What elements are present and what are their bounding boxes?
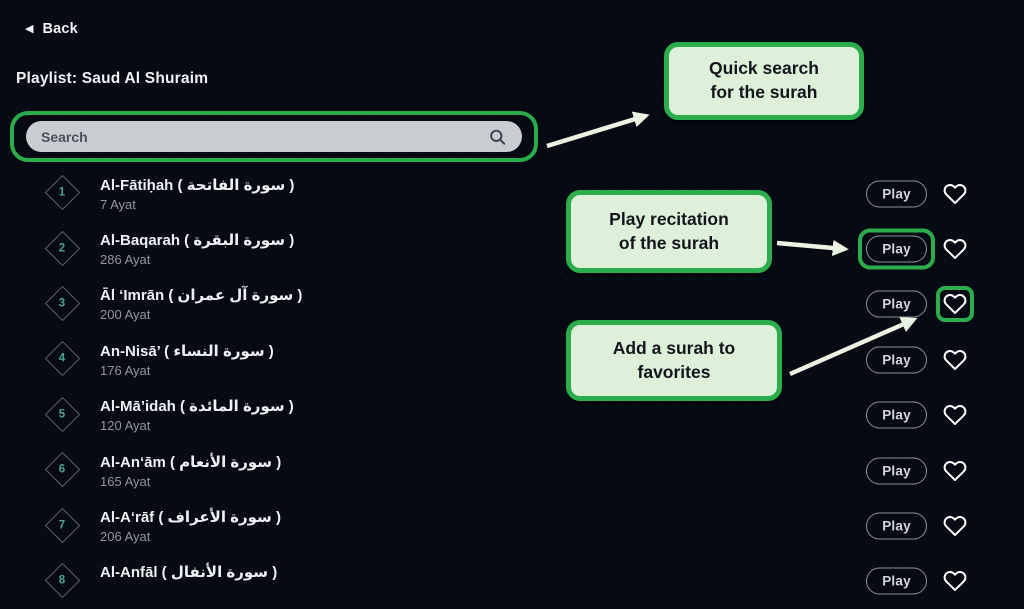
surah-text: Al-Fātiḥah ( سورة الفاتحة ) 7 Ayat (100, 176, 294, 212)
surah-number-badge: 7 (44, 507, 81, 543)
surah-list-item[interactable]: 7 Al-A‘rāf ( سورة الأعراف ) 206 Ayat Pla… (0, 498, 1024, 553)
surah-name: An-Nisā’ ( سورة النساء ) (100, 342, 274, 360)
play-highlight-box: Play (858, 561, 935, 602)
favorite-heart-icon[interactable] (943, 515, 967, 537)
surah-name: Al-Fātiḥah ( سورة الفاتحة ) (100, 176, 295, 194)
surah-list-item[interactable]: 5 Al-Mā’idah ( سورة المائدة ) 120 Ayat P… (0, 388, 1024, 443)
play-highlight-box: Play (858, 173, 935, 214)
surah-number: 8 (59, 574, 66, 587)
play-button[interactable]: Play (866, 457, 927, 485)
surah-number: 4 (59, 352, 66, 365)
surah-ayat-count: 200 Ayat (100, 307, 151, 323)
surah-list-item[interactable]: 2 Al-Baqarah ( سورة البقرة ) 286 Ayat Pl… (0, 221, 1024, 276)
play-highlight-box: Play (858, 450, 935, 491)
favorite-heart-icon[interactable] (943, 183, 967, 205)
play-button[interactable]: Play (866, 512, 927, 540)
back-button[interactable]: ◀ Back (25, 21, 78, 37)
favorite-heart-icon[interactable] (943, 238, 967, 260)
surah-list-item[interactable]: 4 An-Nisā’ ( سورة النساء ) 176 Ayat Play (0, 332, 1024, 387)
surah-text: Al-Mā’idah ( سورة المائدة ) 120 Ayat (100, 397, 294, 433)
heart-highlight-box (936, 231, 974, 267)
search-highlight-box (10, 111, 538, 162)
surah-ayat-count: 120 Ayat (100, 418, 151, 434)
surah-text: An-Nisā’ ( سورة النساء ) 176 Ayat (100, 342, 274, 378)
surah-ayat-count: 286 Ayat (100, 252, 151, 268)
heart-highlight-box (936, 453, 974, 489)
play-highlight-box: Play (858, 284, 935, 325)
surah-number: 7 (59, 519, 66, 532)
surah-list-item[interactable]: 3 Āl ‘Imrān ( سورة آل عمران ) 200 Ayat P… (0, 277, 1024, 332)
surah-ayat-count: 176 Ayat (100, 362, 151, 378)
search-bar (26, 121, 522, 152)
surah-list-item[interactable]: 6 Al-An‘ām ( سورة الأنعام ) 165 Ayat Pla… (0, 443, 1024, 498)
surah-text: Al-Baqarah ( سورة البقرة ) 286 Ayat (100, 231, 294, 267)
play-button[interactable]: Play (866, 401, 927, 429)
favorite-heart-icon[interactable] (943, 349, 967, 371)
callout-quick-search: Quick search for the surah (664, 42, 864, 120)
heart-highlight-box (936, 286, 974, 323)
surah-list: 1 Al-Fātiḥah ( سورة الفاتحة ) 7 Ayat Pla… (0, 166, 1024, 609)
play-highlight-box: Play (858, 395, 935, 436)
play-highlight-box: Play (858, 228, 935, 270)
callout-add-favorites: Add a surah to favorites (566, 320, 782, 401)
favorite-heart-icon[interactable] (943, 460, 967, 482)
surah-text: Al-An‘ām ( سورة الأنعام ) 165 Ayat (100, 453, 281, 489)
surah-number-badge: 5 (44, 396, 81, 432)
surah-ayat-count: 7 Ayat (100, 196, 136, 212)
play-button[interactable]: Play (866, 346, 927, 374)
surah-number: 6 (59, 463, 66, 476)
surah-name: Al-Mā’idah ( سورة المائدة ) (100, 398, 294, 416)
surah-name: Al-A‘rāf ( سورة الأعراف ) (100, 509, 281, 527)
surah-list-item[interactable]: 1 Al-Fātiḥah ( سورة الفاتحة ) 7 Ayat Pla… (0, 166, 1024, 221)
surah-list-item[interactable]: 8 Al-Anfāl ( سورة الأنفال ) Play (0, 554, 1024, 609)
surah-name: Al-Anfāl ( سورة الأنفال ) (100, 564, 278, 582)
surah-number: 3 (59, 297, 66, 310)
heart-highlight-box (936, 508, 974, 544)
surah-ayat-count (100, 584, 277, 599)
surah-ayat-count: 165 Ayat (100, 473, 151, 489)
surah-number: 1 (59, 186, 66, 199)
back-label: Back (42, 21, 78, 37)
surah-number-badge: 8 (44, 562, 81, 599)
surah-text: Al-A‘rāf ( سورة الأعراف ) 206 Ayat (100, 508, 281, 544)
surah-name: Al-An‘ām ( سورة الأنعام ) (100, 453, 282, 471)
surah-number: 2 (59, 242, 66, 255)
heart-highlight-box (936, 563, 974, 599)
play-button[interactable]: Play (866, 290, 927, 318)
surah-text: Āl ‘Imrān ( سورة آل عمران ) 200 Ayat (100, 286, 302, 322)
heart-highlight-box (936, 176, 974, 212)
play-highlight-box: Play (858, 339, 935, 380)
surah-number: 5 (59, 408, 66, 421)
arrow-to-quick-search-callout (546, 111, 650, 149)
surah-name: Āl ‘Imrān ( سورة آل عمران ) (100, 287, 303, 305)
play-button[interactable]: Play (866, 235, 927, 263)
search-icon[interactable] (488, 127, 507, 146)
play-button[interactable]: Play (866, 567, 927, 595)
search-input[interactable] (26, 128, 522, 145)
surah-number-badge: 2 (44, 230, 81, 266)
surah-number-badge: 1 (44, 175, 81, 211)
surah-text: Al-Anfāl ( سورة الأنفال ) (100, 563, 277, 599)
callout-play-recitation: Play recitation of the surah (566, 190, 772, 273)
surah-number-badge: 6 (44, 451, 81, 488)
surah-number-badge: 3 (44, 285, 81, 322)
favorite-heart-icon[interactable] (943, 293, 967, 315)
surah-number-badge: 4 (44, 341, 81, 377)
favorite-heart-icon[interactable] (943, 404, 967, 426)
heart-highlight-box (936, 397, 974, 433)
favorite-heart-icon[interactable] (943, 570, 967, 592)
surah-ayat-count: 206 Ayat (100, 529, 151, 545)
heart-highlight-box (936, 342, 974, 378)
play-button[interactable]: Play (866, 180, 927, 208)
page-title: Playlist: Saud Al Shuraim (16, 70, 209, 87)
back-arrow-icon: ◀ (25, 22, 34, 35)
play-highlight-box: Play (858, 506, 935, 547)
surah-name: Al-Baqarah ( سورة البقرة ) (100, 232, 295, 250)
